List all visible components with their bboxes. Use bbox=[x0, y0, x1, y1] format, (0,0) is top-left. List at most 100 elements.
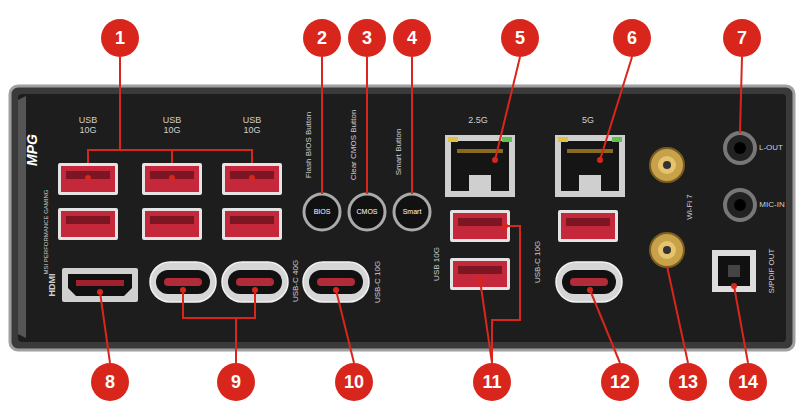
leader-dot bbox=[249, 175, 255, 181]
callout-number: 7 bbox=[737, 28, 747, 49]
port-label: USB 10G bbox=[76, 115, 100, 136]
callout-number: 10 bbox=[344, 372, 364, 393]
usb-c-port bbox=[303, 262, 369, 302]
leader-line bbox=[600, 57, 632, 160]
spdif-port bbox=[712, 250, 756, 292]
leader-dot bbox=[477, 277, 483, 283]
callout-circle bbox=[101, 19, 139, 57]
callout-circle bbox=[729, 363, 767, 401]
callout-circle bbox=[601, 363, 639, 401]
port-label: 5G bbox=[582, 115, 594, 125]
leader-line bbox=[100, 292, 110, 363]
usb-a-port bbox=[558, 210, 618, 242]
leader-line bbox=[495, 57, 520, 160]
audio-jack bbox=[725, 190, 755, 220]
brand-logo: MPG bbox=[24, 134, 40, 166]
leader-dot bbox=[587, 287, 593, 293]
callout-circle bbox=[91, 363, 129, 401]
panel-button bbox=[304, 194, 340, 230]
hdmi-port bbox=[68, 274, 132, 296]
usb-a-port bbox=[450, 210, 510, 242]
callout-circle bbox=[393, 19, 431, 57]
hdmi-port bbox=[76, 280, 124, 286]
antenna-connector bbox=[650, 148, 684, 267]
button-label: Clear CMOS Button bbox=[349, 110, 358, 181]
port-label: USB-C 40G bbox=[291, 260, 300, 302]
callout-number: 6 bbox=[627, 28, 637, 49]
leader-line bbox=[590, 290, 620, 363]
leader-dot bbox=[97, 289, 103, 295]
leader-line bbox=[492, 226, 520, 363]
leader-dot bbox=[502, 223, 508, 229]
spdif-port bbox=[728, 265, 740, 277]
button-text: BIOS bbox=[314, 208, 331, 216]
spdif-port bbox=[718, 256, 750, 286]
callout-circle bbox=[348, 19, 386, 57]
port-label: 2.5G bbox=[468, 115, 488, 125]
callout-circle bbox=[335, 363, 373, 401]
callout-number: 13 bbox=[678, 372, 698, 393]
leader-line bbox=[321, 57, 323, 194]
antenna-connector bbox=[650, 148, 684, 182]
button-label: Flash BIOS Button bbox=[304, 112, 313, 178]
port-label: USB 10G bbox=[240, 115, 264, 136]
callout-circle bbox=[91, 19, 767, 401]
antenna-connector bbox=[663, 161, 671, 169]
brand-text: MSI PERFORMANCE GAMING bbox=[43, 189, 50, 274]
leader-dot bbox=[85, 175, 91, 181]
panel-button bbox=[394, 194, 430, 230]
usb-a-port bbox=[58, 208, 118, 240]
port-label: MIC-IN bbox=[759, 200, 784, 209]
callout-circle bbox=[613, 19, 651, 57]
usb-a-port bbox=[222, 208, 282, 240]
leader-line bbox=[667, 266, 688, 363]
usb-a-port bbox=[58, 163, 118, 195]
port-label: HDMI bbox=[47, 274, 57, 297]
antenna-connector bbox=[663, 246, 671, 254]
antenna-connector bbox=[650, 233, 684, 267]
leader-line bbox=[171, 150, 173, 163]
audio-jack bbox=[734, 142, 746, 154]
leader-dot bbox=[169, 175, 175, 181]
usb-a-port bbox=[222, 163, 282, 195]
port-label: USB 10G bbox=[160, 115, 184, 136]
leader-line bbox=[183, 290, 255, 318]
callout-circle bbox=[303, 19, 341, 57]
callout-number: 5 bbox=[515, 28, 525, 49]
port-label: USB-C 10G bbox=[533, 241, 542, 283]
audio-jack bbox=[725, 133, 755, 220]
antenna-connector bbox=[658, 156, 676, 174]
usb-c-port bbox=[150, 262, 622, 302]
port-label: USB-C 10G bbox=[373, 261, 382, 303]
leader-line bbox=[336, 290, 354, 363]
panel-button bbox=[304, 194, 430, 230]
button-text: Smart bbox=[403, 208, 422, 216]
panel-button bbox=[349, 194, 385, 230]
usb-a-port bbox=[142, 163, 202, 195]
leader-line bbox=[235, 318, 237, 363]
leader-dot bbox=[252, 287, 258, 293]
callout-circle bbox=[723, 19, 761, 57]
usb-c-port bbox=[556, 262, 622, 302]
leader-line bbox=[88, 150, 252, 163]
leader-dot bbox=[492, 157, 498, 163]
antenna-connector bbox=[658, 241, 676, 259]
leader-dot bbox=[180, 287, 186, 293]
button-text: CMOS bbox=[357, 208, 378, 216]
leader-dot bbox=[597, 157, 603, 163]
audio-jack bbox=[734, 199, 746, 211]
callout-number: 14 bbox=[738, 372, 758, 393]
spdif-port bbox=[712, 250, 756, 292]
panel-edge bbox=[18, 96, 26, 338]
callout-number: 9 bbox=[231, 372, 241, 393]
leader-dot bbox=[731, 283, 737, 289]
usb-a-port bbox=[142, 208, 202, 240]
callout-number: 12 bbox=[610, 372, 630, 393]
callout-number: 8 bbox=[105, 372, 115, 393]
port-label: Wi-Fi 7 bbox=[685, 194, 694, 219]
audio-jack bbox=[725, 133, 755, 163]
port-label: USB 10G bbox=[432, 247, 441, 281]
callout-number: 11 bbox=[482, 372, 501, 393]
